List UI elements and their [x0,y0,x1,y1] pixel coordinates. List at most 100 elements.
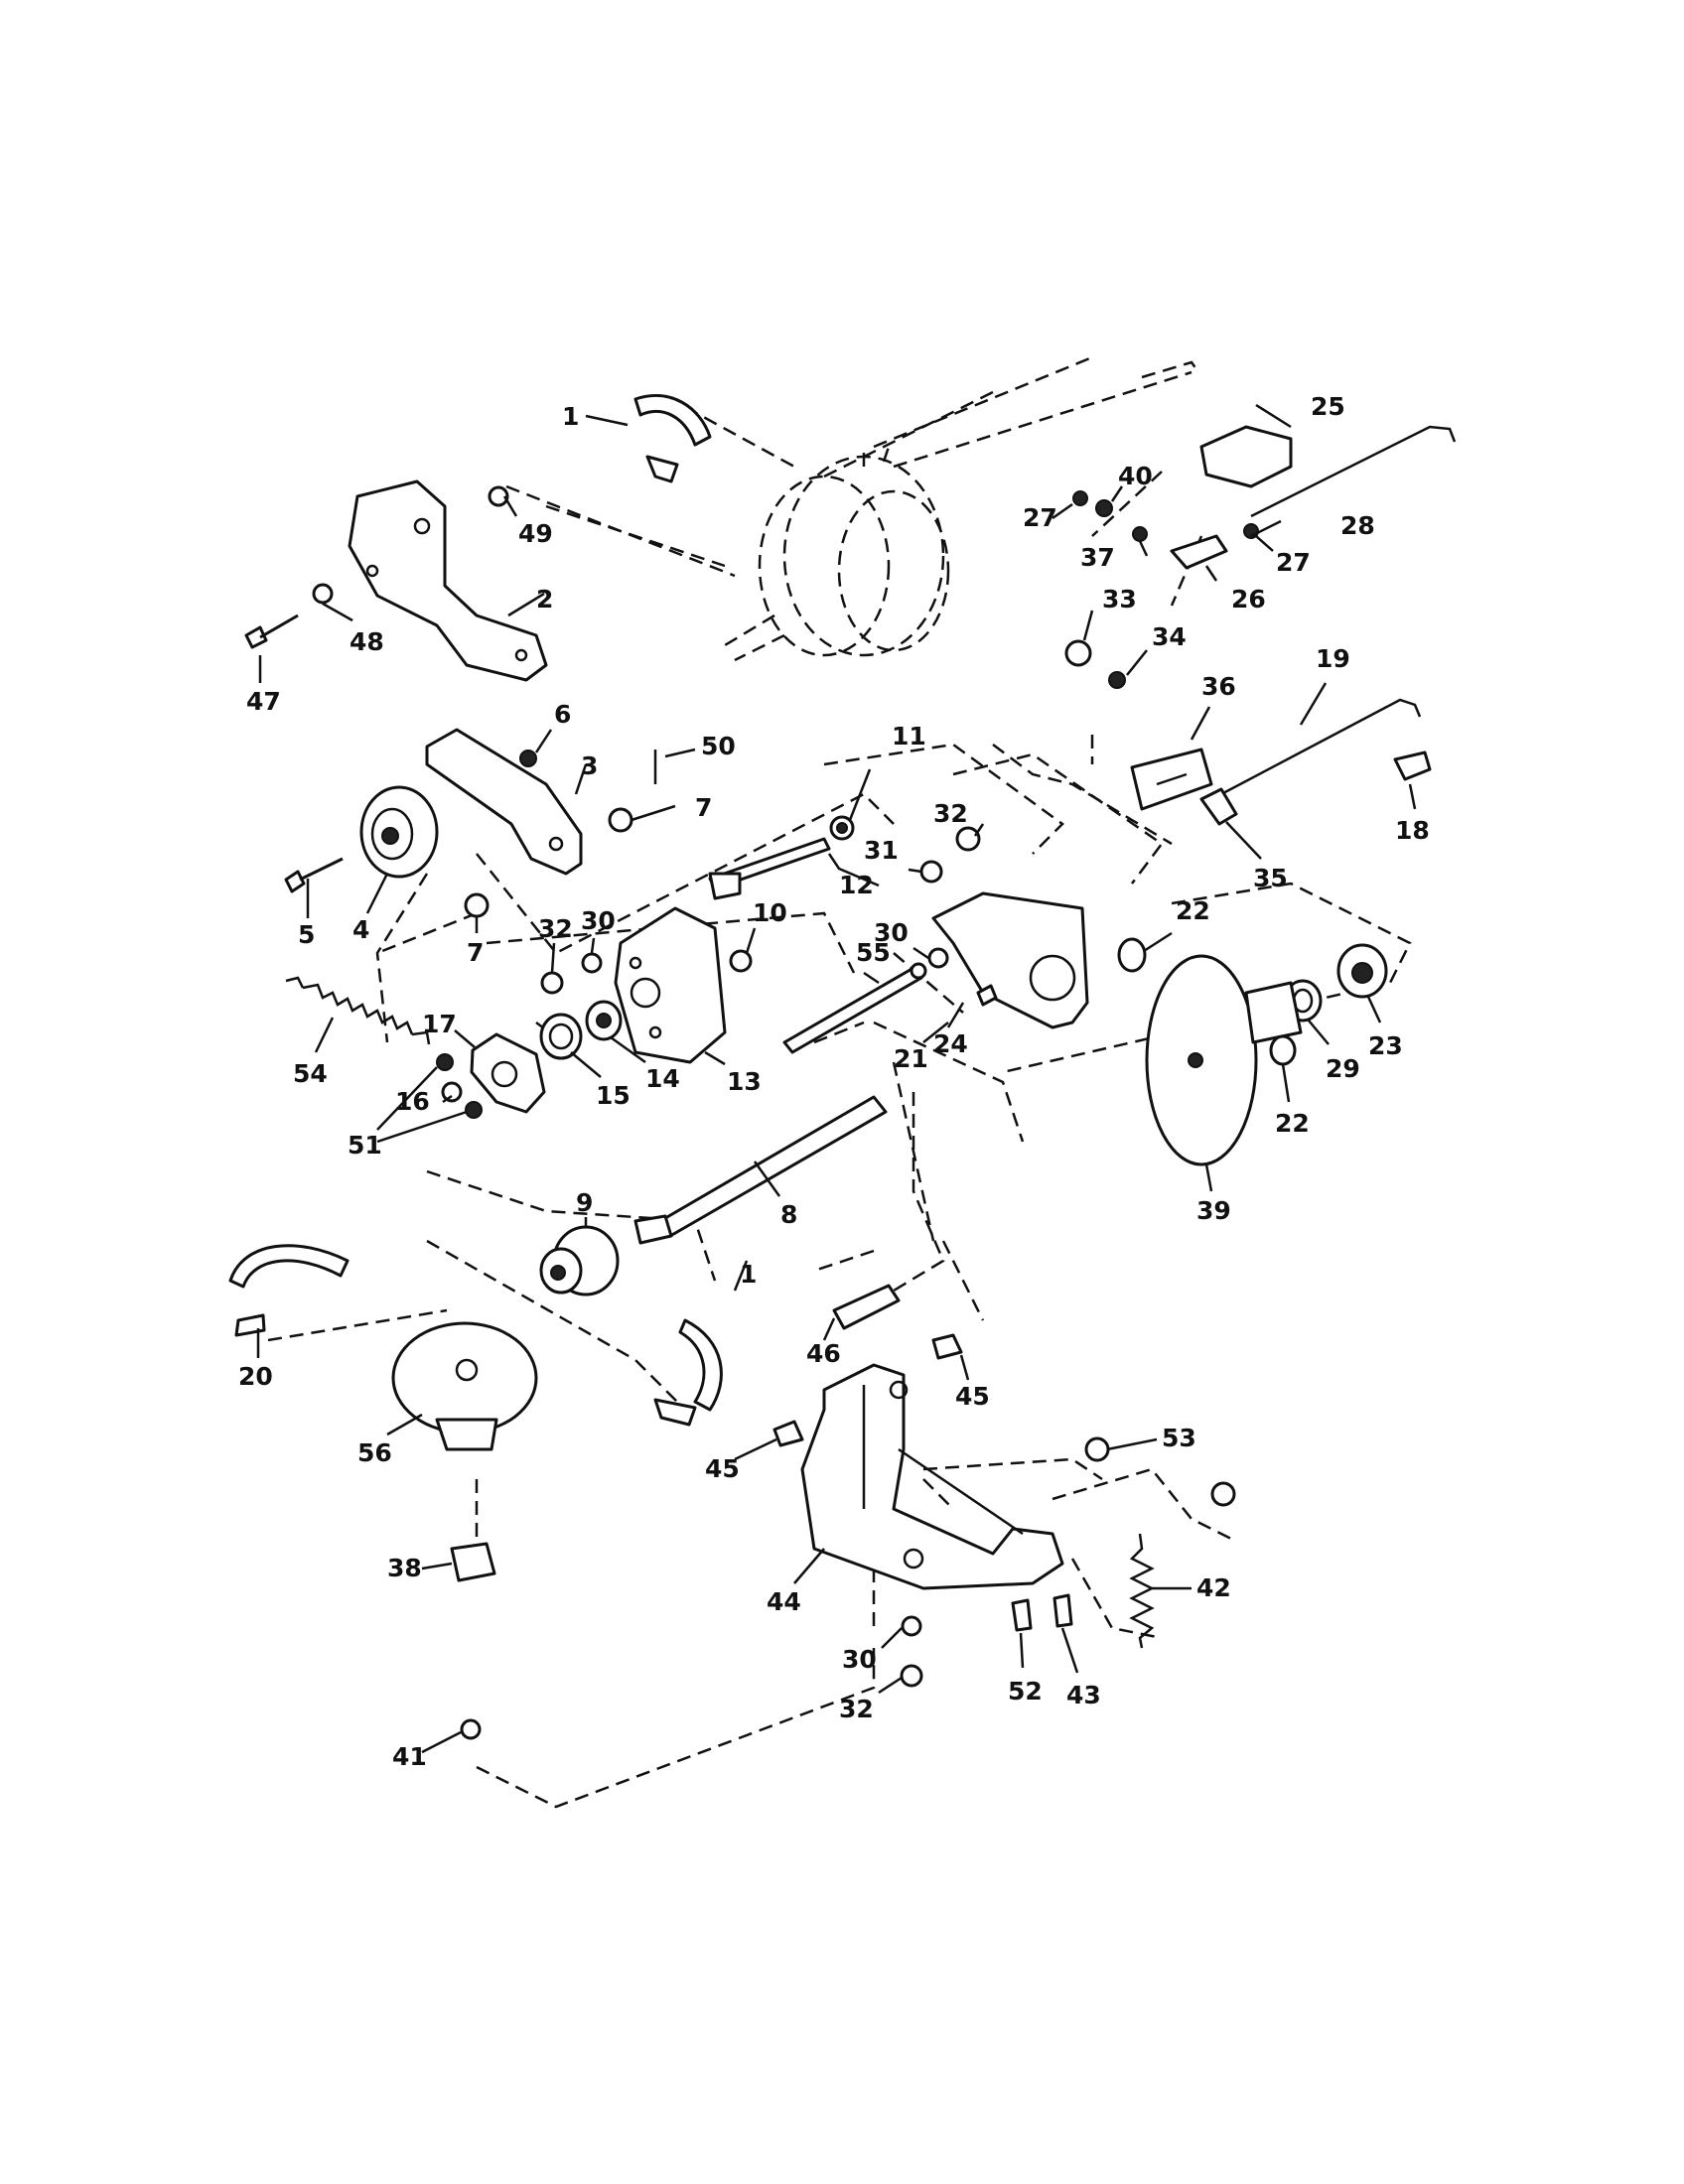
callout-26: 26 [1231,585,1266,614]
bushing-45b [772,1420,804,1447]
callout-6: 6 [554,700,571,729]
ring-22b [1269,1034,1297,1066]
callout-1-upper: 1 [562,402,579,431]
callout-42: 42 [1196,1573,1231,1602]
callout-28: 28 [1340,511,1375,540]
nut-32b [540,971,564,995]
callout-27-right: 27 [1276,548,1311,577]
callout-22-upper: 22 [1176,896,1210,925]
spring-42 [1129,1533,1155,1649]
washer-49 [488,485,509,507]
callout-35: 35 [1253,864,1288,892]
callout-31: 31 [864,836,899,865]
callout-21: 21 [894,1044,928,1073]
callout-3: 3 [581,751,598,780]
mounting-bracket [348,479,548,682]
engine-housing [724,355,1198,662]
idler-arm-3 [425,728,583,876]
callout-47: 47 [246,687,281,716]
callout-36: 36 [1201,672,1236,701]
washer-30c [901,1615,922,1637]
callout-16: 16 [395,1087,430,1116]
tube-46 [832,1284,901,1330]
washer-10 [729,949,753,973]
callout-24: 24 [933,1029,968,1058]
bolt-43 [1052,1593,1073,1628]
callout-44: 44 [767,1587,801,1616]
bracket-21 [931,891,1089,1029]
callout-17: 17 [422,1010,457,1038]
spring-54 [285,976,414,1035]
callout-51: 51 [348,1131,382,1160]
washer-30a [581,952,603,974]
bushing-38 [450,1542,496,1582]
washer-41 [460,1718,482,1740]
callout-8: 8 [780,1200,797,1229]
bolt-51b [465,1101,483,1119]
callout-46: 46 [806,1339,841,1368]
bolt-51a [436,1053,454,1071]
callout-4: 4 [352,915,369,944]
callout-25: 25 [1311,392,1345,421]
belt-upper [633,393,712,483]
callout-2: 2 [536,585,553,614]
callout-12: 12 [839,871,874,899]
washer-34 [1108,671,1126,689]
callout-14: 14 [645,1064,680,1093]
callout-33: 33 [1102,585,1137,614]
callout-27-left: 27 [1023,503,1057,532]
callout-20: 20 [238,1362,273,1391]
nut-16 [441,1081,463,1103]
bushing-45a [931,1333,963,1360]
callout-43: 43 [1066,1681,1101,1709]
belt-20 [228,1244,350,1337]
disc-56 [391,1321,538,1434]
callout-22-lower: 22 [1275,1109,1310,1138]
callout-50: 50 [701,732,736,760]
callout-45-right: 45 [955,1382,990,1411]
callout-32-lower: 32 [839,1695,874,1723]
washer-40 [1095,499,1113,517]
frame-44 [800,1363,1064,1590]
callout-7-left: 7 [467,938,484,967]
nut-33 [1064,639,1092,667]
callout-55: 55 [856,938,891,967]
callout-34: 34 [1152,622,1187,651]
nut-53b [1210,1481,1236,1507]
bolt-52 [1011,1598,1033,1632]
callout-56: 56 [357,1438,392,1467]
callout-48: 48 [350,627,384,656]
nut-53a [1084,1436,1110,1462]
callout-49: 49 [518,519,553,548]
bolt-47 [244,614,299,649]
washer-30b [927,947,949,969]
washer-31 [919,860,943,884]
callout-30-lower: 30 [842,1645,877,1674]
callout-7-right: 7 [695,793,712,822]
clevis-26 [1170,534,1228,570]
callout-52: 52 [1008,1677,1043,1706]
callout-41: 41 [392,1742,427,1771]
rod-19 [1220,698,1422,796]
callout-5: 5 [298,920,315,949]
nut-32a [955,826,981,852]
ring-15 [539,1013,583,1060]
bolt-35 [1199,787,1238,826]
callout-32-upper: 32 [933,799,968,828]
bracket-25 [1199,425,1293,488]
shaft-55 [782,966,923,1054]
screw-24 [976,984,998,1007]
callout-18: 18 [1395,816,1430,845]
ring-22a [1117,937,1147,973]
nut-37 [1132,526,1148,542]
nut-6 [519,750,537,767]
callout-11: 11 [892,722,926,751]
callout-15: 15 [596,1081,631,1110]
rod-28 [1250,425,1457,518]
callout-39: 39 [1196,1196,1231,1225]
callout-40: 40 [1118,462,1153,490]
nut-7b [464,892,490,918]
callout-45-left: 45 [705,1454,740,1483]
belt-lower [653,1318,723,1427]
